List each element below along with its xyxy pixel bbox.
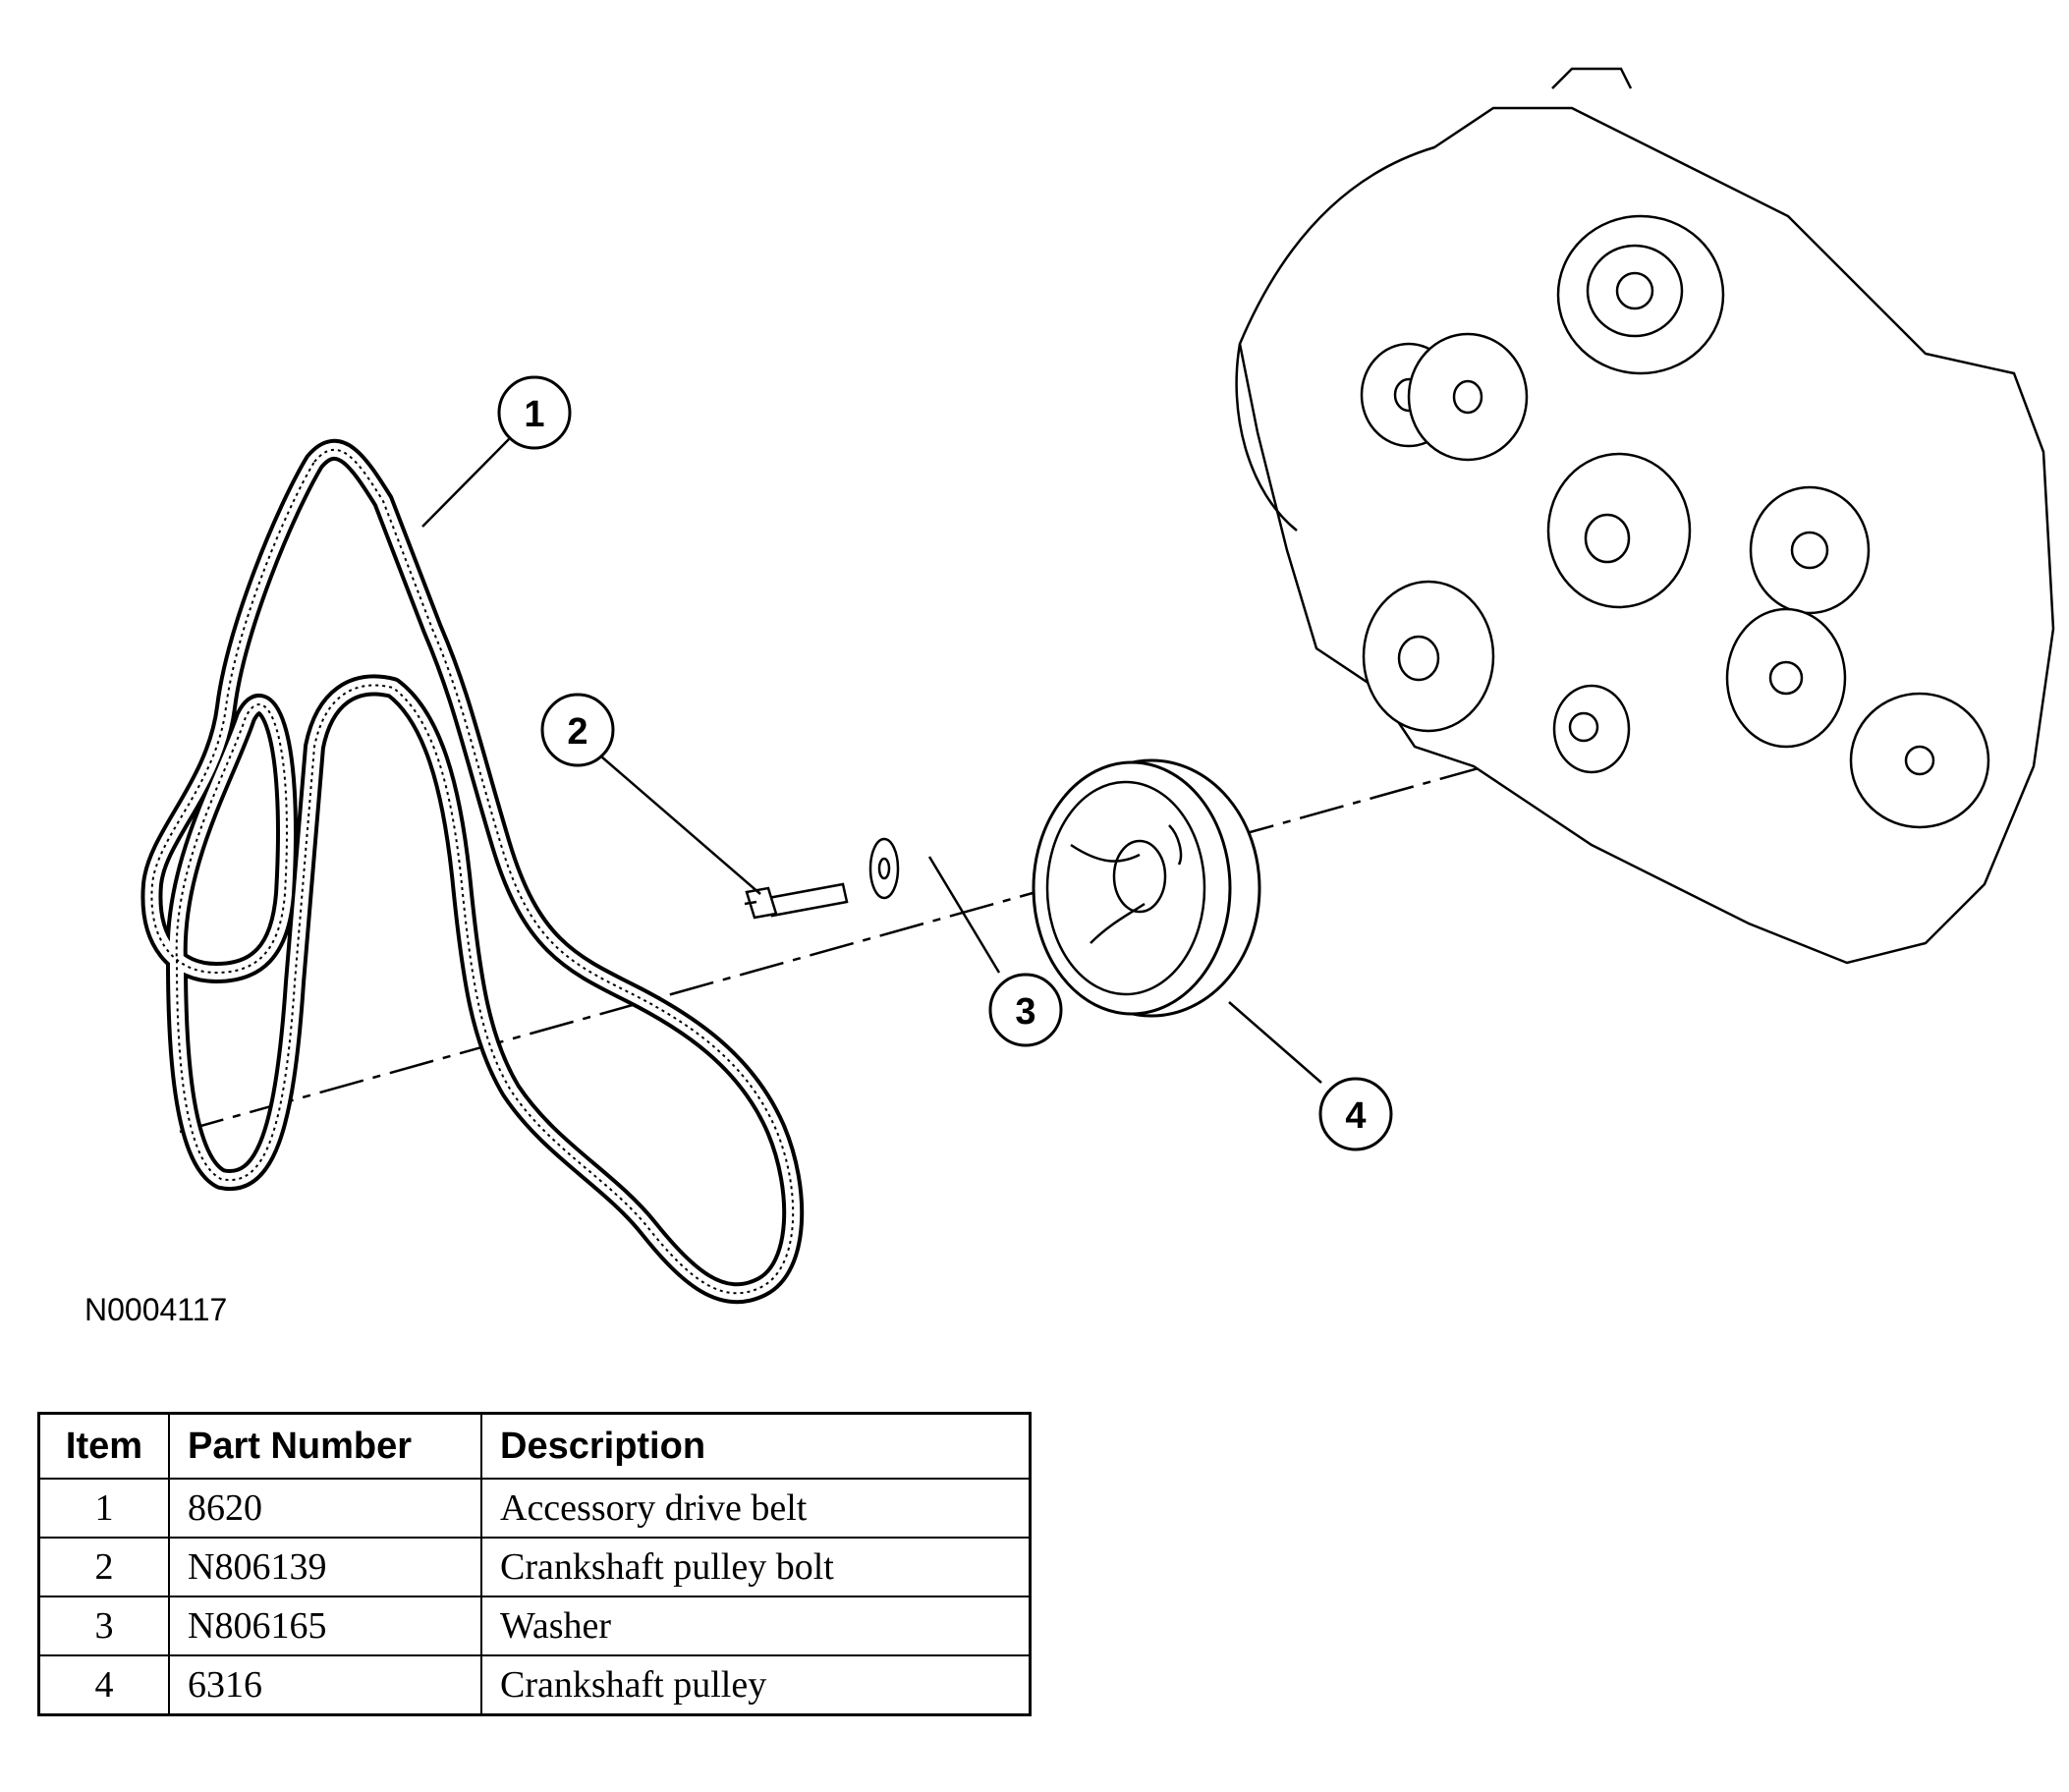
- table-row: 4 6316 Crankshaft pulley: [37, 1654, 1032, 1716]
- header-item: Item: [37, 1412, 170, 1480]
- svg-text:1: 1: [524, 394, 544, 435]
- table-header-row: Item Part Number Description: [37, 1412, 1032, 1480]
- header-description: Description: [480, 1412, 1032, 1480]
- leader-4: [1228, 1001, 1322, 1084]
- table-row: 3 N806165 Washer: [37, 1596, 1032, 1656]
- svg-text:2: 2: [567, 711, 587, 753]
- svg-text:3: 3: [1015, 991, 1035, 1033]
- cell-item: 1: [37, 1478, 170, 1539]
- cell-item: 4: [37, 1654, 170, 1716]
- table-row: 1 8620 Accessory drive belt: [37, 1478, 1032, 1539]
- accessory-drive-belt: [140, 438, 805, 1305]
- leader-2: [600, 756, 761, 895]
- leader-3: [927, 856, 1001, 974]
- figure-id: N0004117: [84, 1292, 227, 1327]
- leader-1: [421, 438, 510, 528]
- assembly-centerline: [179, 737, 1585, 1134]
- table-row: 2 N806139 Crankshaft pulley bolt: [37, 1537, 1032, 1597]
- header-part-number: Part Number: [168, 1412, 482, 1480]
- cell-description: Crankshaft pulley bolt: [480, 1537, 1032, 1597]
- callout-1: 1: [497, 375, 572, 450]
- callout-2: 2: [540, 693, 615, 767]
- cell-part-number: 6316: [168, 1654, 482, 1716]
- parts-table: Item Part Number Description 1 8620 Acce…: [37, 1412, 1032, 1716]
- engine-assembly: [1235, 67, 2055, 965]
- callout-4: 4: [1318, 1077, 1393, 1151]
- cell-description: Washer: [480, 1596, 1032, 1656]
- cell-description: Crankshaft pulley: [480, 1654, 1032, 1716]
- crankshaft-pulley: [1032, 758, 1261, 1018]
- cell-description: Accessory drive belt: [480, 1478, 1032, 1539]
- svg-text:4: 4: [1345, 1095, 1366, 1137]
- callout-3: 3: [988, 973, 1063, 1047]
- callout-leaders: [421, 438, 1322, 1084]
- washer: [868, 837, 900, 900]
- cell-item: 2: [37, 1537, 170, 1597]
- crankshaft-pulley-bolt: [744, 882, 849, 920]
- cell-item: 3: [37, 1596, 170, 1656]
- cell-part-number: N806139: [168, 1537, 482, 1597]
- cell-part-number: 8620: [168, 1478, 482, 1539]
- cell-part-number: N806165: [168, 1596, 482, 1656]
